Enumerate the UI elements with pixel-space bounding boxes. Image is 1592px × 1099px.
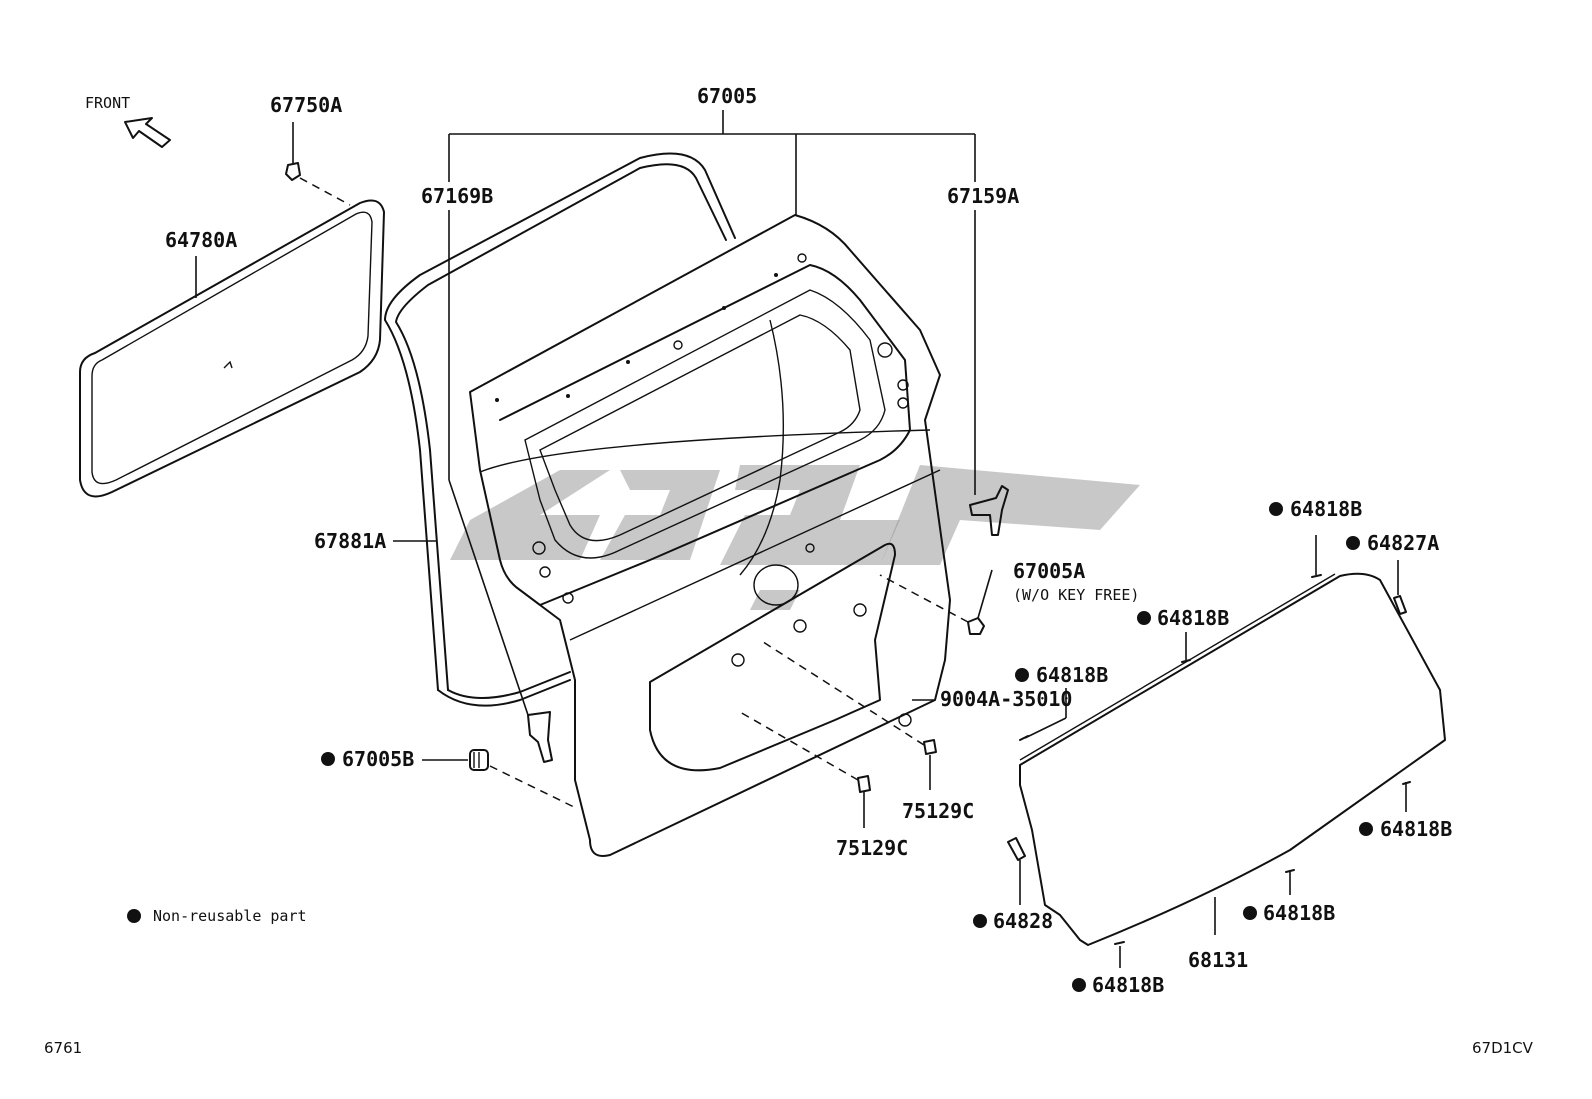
clip-75129c-right — [759, 639, 937, 790]
part-label-75129c-1: 75129C — [902, 799, 974, 823]
part-label-67750a: 67750A — [270, 93, 342, 117]
part-label-64818b-5: 64818B — [1263, 901, 1335, 925]
non-reusable-dot-icon — [1346, 536, 1360, 550]
hinge-67159a — [969, 485, 1009, 536]
dam-64828 — [1007, 837, 1026, 905]
footer-left-code: 6761 — [44, 1039, 82, 1057]
front-label: FRONT — [85, 94, 130, 112]
part-label-67005b: 67005B — [342, 747, 414, 771]
bracket-67005 — [448, 110, 976, 215]
part-label-67005a: 67005A — [1013, 559, 1085, 583]
non-reusable-dot-icon — [1269, 502, 1283, 516]
non-reusable-dot-icon — [973, 914, 987, 928]
spacer-64818b-left — [1019, 688, 1067, 741]
part-label-75129c-2: 75129C — [836, 836, 908, 860]
non-reusable-dot-icon — [1015, 668, 1029, 682]
legend-text: Non-reusable part — [153, 907, 307, 925]
back-glass-68131 — [1019, 572, 1446, 946]
spacer-64818b-mid — [1181, 632, 1191, 663]
front-arrow-icon — [124, 117, 171, 148]
part-label-64828: 64828 — [993, 909, 1053, 933]
part-label-67169b: 67169B — [421, 184, 493, 208]
part-label-67881a: 67881A — [314, 529, 386, 553]
watermark-logo — [450, 465, 1140, 610]
part-label-64827a: 64827A — [1367, 531, 1439, 555]
part-label-68131: 68131 — [1188, 948, 1248, 972]
part-label-64818b-2: 64818B — [1157, 606, 1229, 630]
back-door-panel-67005 — [469, 214, 951, 857]
part-label-9004a: 9004A-35010 — [940, 687, 1072, 711]
dam-64827a — [1393, 560, 1407, 615]
hinge-67169b — [527, 711, 553, 763]
part-label-67159a: 67159A — [947, 184, 1019, 208]
part-label-64818b-1: 64818B — [1290, 497, 1362, 521]
part-label-64818b-4: 64818B — [1380, 817, 1452, 841]
part-label-64818b-6: 64818B — [1092, 973, 1164, 997]
part-note-67005a: (W/O KEY FREE) — [1013, 586, 1139, 604]
part-label-64818b-3: 64818B — [1036, 663, 1108, 687]
part-label-67005: 67005 — [697, 84, 757, 108]
spacer-64818b-bottom — [1114, 941, 1125, 968]
non-reusable-dot-icon — [1359, 822, 1373, 836]
nut-67005a — [879, 569, 993, 635]
non-reusable-dot-icon — [321, 752, 335, 766]
part-label-64780a: 64780A — [165, 228, 237, 252]
non-reusable-dot-icon — [1243, 906, 1257, 920]
non-reusable-dot-icon — [1137, 611, 1151, 625]
weatherstrip-67881a — [384, 152, 736, 707]
cushion-67005b — [422, 749, 577, 809]
legend-dot-icon — [127, 909, 141, 923]
spacer-64818b-right — [1402, 781, 1411, 812]
grommet-9004a — [898, 699, 935, 727]
clip-67750a — [285, 162, 351, 206]
clip-75129c-left — [739, 711, 871, 828]
non-reusable-dot-icon — [1072, 978, 1086, 992]
spacer-64818b-top — [1311, 535, 1322, 578]
spacer-64818b-bottom-right — [1285, 869, 1295, 895]
service-cover-64780a — [79, 199, 385, 498]
footer-right-code: 67D1CV — [1472, 1039, 1534, 1057]
